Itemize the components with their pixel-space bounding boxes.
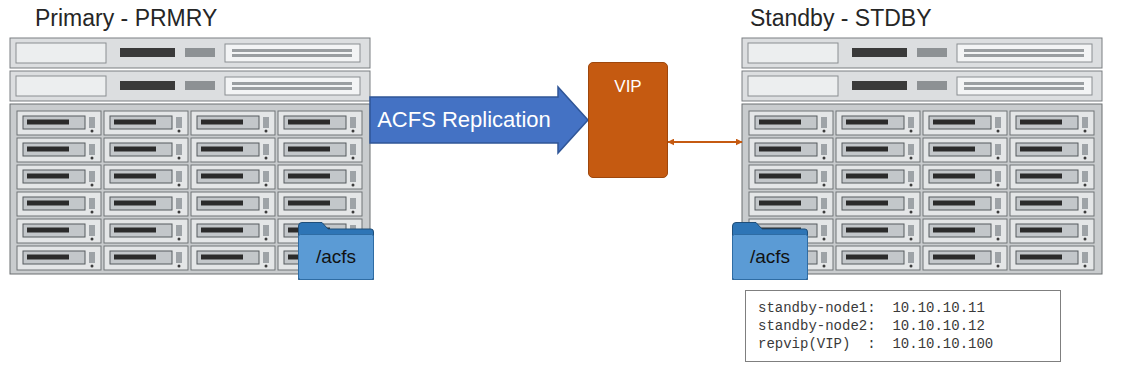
server-heading: Standby - STDBY [750,4,932,32]
folder-back [299,223,374,280]
address-box: standby-node1: 10.10.10.11standby-node2:… [745,290,1061,362]
folder-front [299,235,374,280]
folder-icon: /acfs [298,222,374,280]
vip-label: VIP [614,77,641,97]
edge-label-holder: ACFS Replication [370,97,558,143]
folder-back [733,223,808,280]
folder-label: /acfs [750,246,790,268]
folder-label: /acfs [316,246,356,268]
link-arrow [668,141,742,143]
address-line: standby-node1: 10.10.10.11 [758,299,985,317]
folder-front [733,235,808,280]
address-line: repvip(VIP) : 10.10.10.100 [758,335,993,353]
vip-box: VIP [588,62,668,178]
server-heading: Primary - PRMRY [35,4,217,32]
folder-icon: /acfs [732,222,808,280]
address-line: standby-node2: 10.10.10.12 [758,317,985,335]
edge-label: ACFS Replication [377,107,551,133]
replication-arrow [370,87,588,153]
